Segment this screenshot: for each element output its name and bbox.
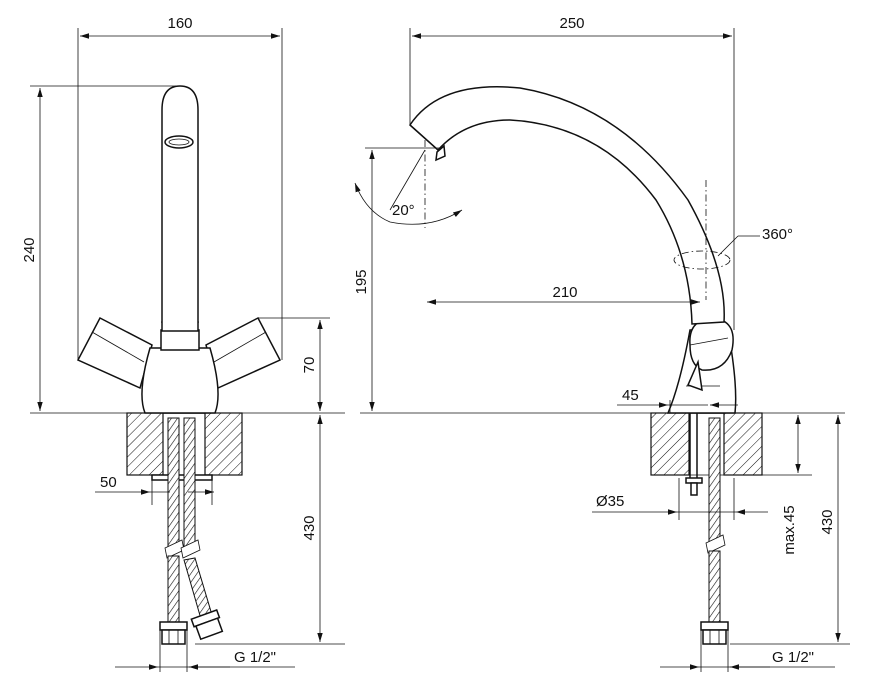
dim-spout-reach: 210	[552, 284, 577, 301]
dim-front-height: 240	[21, 237, 38, 262]
dim-front-thread: G 1/2"	[234, 649, 276, 666]
front-aerator-logo-icon	[164, 135, 194, 149]
side-view: 250 195 20° 360° 210 45 Ø35 max.45 430 G…	[353, 15, 850, 672]
side-countertop-section	[650, 412, 763, 496]
dim-side-height: 195	[353, 269, 370, 294]
dim-handles-height: 70	[301, 357, 318, 374]
side-hose	[700, 417, 729, 645]
side-faucet-body	[666, 317, 737, 414]
dim-tilt-angle: 20°	[392, 202, 415, 219]
front-view: 160 240 70 50 430 G 1/2"	[21, 15, 345, 672]
dim-rotation: 360°	[762, 226, 793, 243]
dim-front-hose-length: 430	[301, 515, 318, 540]
dim-max-thickness: max.45	[781, 505, 798, 554]
side-dimensions	[354, 28, 850, 672]
front-countertop-section	[126, 412, 243, 481]
dim-side-hose-length: 430	[819, 509, 836, 534]
front-dimensions	[30, 28, 345, 672]
dim-hole-diameter: Ø35	[596, 493, 624, 510]
dim-hole-spacing: 50	[100, 474, 117, 491]
dim-side-reach: 250	[559, 15, 584, 32]
front-faucet-body	[141, 85, 219, 414]
dim-side-thread: G 1/2"	[772, 649, 814, 666]
front-hoses	[159, 417, 224, 645]
dim-base-width: 45	[622, 387, 639, 404]
front-left-handle	[76, 316, 153, 390]
dim-front-width: 160	[167, 15, 192, 32]
